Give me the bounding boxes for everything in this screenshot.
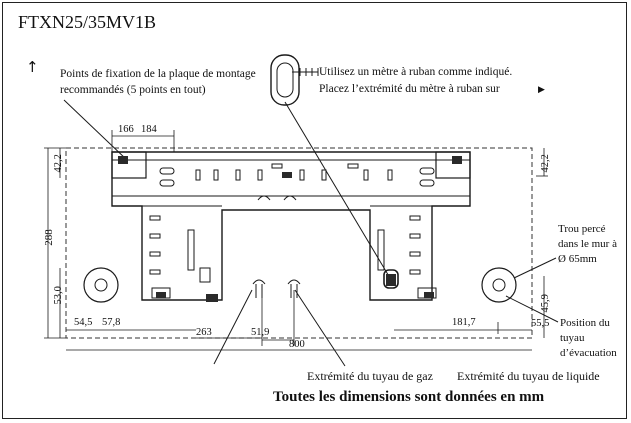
up-arrow-icon: ↑ <box>26 58 39 76</box>
triangle-right-icon: ▶ <box>538 85 545 95</box>
fixing-point-3 <box>282 172 292 178</box>
tape-instruction-line2: Placez l’extrémité du mètre à ruban sur <box>319 83 500 95</box>
wall-hole-label: Trou percé dans le mur à Ø 65mm <box>558 223 617 265</box>
dim-53: 53,0 <box>52 286 64 305</box>
diagram-frame <box>2 2 627 419</box>
dimension-lines <box>44 130 548 351</box>
dim-51-9: 51,9 <box>251 327 270 338</box>
dim-45-9: 45,9 <box>539 294 551 313</box>
dim-42-right: 42,2 <box>539 154 551 173</box>
liquid-pipe-end-label: Extrémité du tuyau de liquide <box>457 369 600 383</box>
fixing-points-note: Points de fixation de la plaque de monta… <box>60 68 256 96</box>
leader-liquid <box>294 289 346 367</box>
leader-hole <box>513 257 557 279</box>
dim-42-left: 42,2 <box>52 154 64 173</box>
dim-54-5: 54,5 <box>74 317 93 328</box>
gas-pipe-end <box>252 279 266 298</box>
leader-tape <box>284 101 391 279</box>
right-leg-details <box>377 215 437 299</box>
leader-drain <box>505 295 559 323</box>
tape-measure-icon <box>270 54 319 106</box>
fixing-point-5 <box>424 292 434 298</box>
unit-outline <box>65 147 533 339</box>
model-title: FTXN25/35MV1B <box>18 12 157 32</box>
drain-position-label: Position du tuyau d’évacuation <box>560 317 617 359</box>
dim-55-5: 55,5 <box>531 318 550 329</box>
wall-hole-left <box>83 267 119 303</box>
leader-fixing-point <box>63 99 128 161</box>
dim-184: 184 <box>141 124 157 135</box>
dim-263: 263 <box>196 327 212 338</box>
plate-slots <box>159 163 435 201</box>
dim-288: 288 <box>42 229 55 246</box>
dim-166: 166 <box>118 124 134 135</box>
dim-57-8: 57,8 <box>102 317 121 328</box>
fixing-point-4 <box>156 292 166 298</box>
gas-pipe-end-label: Extrémité du tuyau de gaz <box>307 369 433 383</box>
left-leg-details <box>149 215 211 299</box>
leader-gas <box>213 289 253 365</box>
wall-hole-right <box>481 267 517 303</box>
tape-instruction-line1: Utilisez un mètre à ruban comme indiqué. <box>319 66 513 78</box>
fixing-point-2 <box>452 156 462 164</box>
dimensions-footer: Toutes les dimensions sont données en mm <box>273 389 545 405</box>
liquid-pipe-end <box>287 279 301 298</box>
dim-181-7: 181,7 <box>452 317 476 328</box>
dim-800: 800 <box>289 339 305 350</box>
fixing-point-1 <box>118 156 128 164</box>
